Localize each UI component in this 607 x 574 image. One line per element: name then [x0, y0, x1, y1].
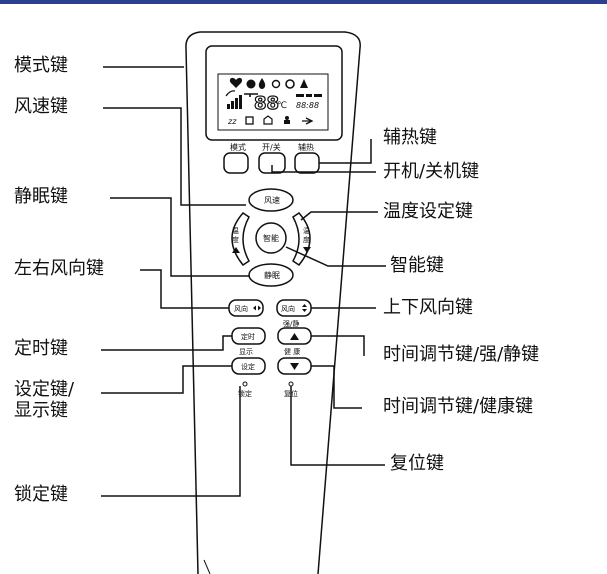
swing-lr-label: 风向 — [234, 304, 248, 313]
lcd-icons-bottom: zz — [227, 115, 314, 126]
lcd-status-marks — [296, 94, 322, 97]
temp-down-char1: 温 — [303, 226, 310, 235]
remote-body-outline — [185, 31, 361, 574]
lcd-person-icon — [285, 116, 289, 120]
display-label: 显示 — [239, 348, 253, 356]
callout-timer-key: 定时键 — [14, 338, 68, 359]
lock-label: 锁定 — [238, 389, 252, 398]
leader-timer — [101, 335, 232, 351]
remote-inner-edge — [203, 559, 211, 574]
callout-set-key-line2: 显示键 — [14, 400, 68, 421]
lcd-digits: 88 — [254, 93, 279, 114]
onoff-label: 开/关 — [262, 142, 281, 152]
lcd-unit: ℃ — [277, 101, 287, 111]
temp-up-char1: 温 — [232, 226, 239, 235]
swing-ud-arrows-icon — [302, 304, 307, 312]
fan-speed-button[interactable] — [248, 188, 294, 212]
smart-button[interactable] — [255, 222, 287, 254]
leader-fan-speed — [103, 107, 246, 206]
lcd-clock: 88:88 — [296, 101, 319, 110]
callout-temp-set-key: 温度设定键 — [383, 201, 473, 222]
temp-up-arrow-icon — [232, 247, 240, 253]
leader-smart — [285, 246, 386, 267]
callout-time-adjust-health-key: 时间调节键/健康键 — [383, 396, 534, 417]
lcd-snow-icon — [285, 79, 295, 89]
callout-lock-key: 锁定键 — [14, 484, 68, 505]
aux-heat-button[interactable] — [294, 152, 320, 174]
lcd-home-icon — [263, 115, 273, 125]
timer-label: 定时 — [241, 332, 255, 341]
temp-up-char2: 度 — [232, 235, 239, 244]
lcd-lock-icon — [245, 116, 254, 125]
callout-smart-key: 智能键 — [390, 255, 444, 276]
callout-swing-ud-key: 上下风向键 — [383, 297, 473, 318]
leader-health — [311, 365, 362, 409]
callout-aux-heat-key: 辅热键 — [383, 127, 437, 148]
lock-pinhole[interactable] — [242, 381, 248, 387]
callout-sleep-key: 静眠键 — [14, 186, 68, 207]
leader-aux-heat — [319, 139, 372, 164]
header-bar — [0, 0, 607, 4]
smart-label: 智能 — [263, 233, 279, 243]
lcd-drop-icon — [258, 78, 266, 89]
leader-onoff — [271, 165, 376, 173]
time-up-arrow-icon — [290, 333, 299, 340]
aux-heat-label: 辅热 — [298, 142, 314, 152]
callout-swing-lr-key: 左右风向键 — [14, 258, 104, 279]
lcd-swing-icon — [302, 117, 314, 125]
lcd-frame — [205, 45, 343, 141]
leader-set — [101, 365, 232, 394]
fan-speed-label: 风速 — [264, 196, 280, 205]
lcd-screen — [217, 73, 329, 131]
strong-quiet-label: 强/静 — [283, 319, 299, 328]
callout-set-key-line1: 设定键/ — [14, 379, 75, 400]
onoff-button[interactable] — [258, 152, 286, 174]
leader-lines — [101, 66, 386, 497]
set-label: 设定 — [241, 362, 255, 371]
lcd-heart-icon — [229, 77, 243, 88]
swing-lr-arrows-icon — [253, 305, 261, 311]
leader-lock — [101, 386, 241, 497]
leader-swing-lr — [140, 269, 229, 309]
swing-ud-label: 风向 — [281, 304, 295, 313]
temp-down-char2: 度 — [303, 235, 310, 244]
lcd-fan-icon — [246, 79, 256, 89]
mode-button[interactable] — [223, 152, 249, 174]
temp-down-arrow-icon — [303, 247, 311, 253]
callout-reset-key: 复位键 — [390, 453, 444, 474]
lcd-key-icon — [244, 93, 258, 97]
reset-pinhole[interactable] — [288, 381, 294, 387]
callout-mode-key: 模式键 — [14, 55, 68, 76]
leader-temp-set — [300, 211, 378, 221]
callout-fan-speed-key: 风速键 — [14, 96, 68, 117]
leader-reset — [290, 386, 385, 466]
mode-label: 模式 — [230, 142, 246, 152]
callout-onoff-key: 开机/关机键 — [383, 161, 480, 182]
lcd-signal-icon — [225, 90, 242, 109]
leader-strong — [311, 335, 365, 356]
sleep-label: 静眠 — [264, 270, 280, 280]
lcd-heat-icon — [300, 79, 308, 88]
sleep-button[interactable] — [248, 263, 294, 287]
callout-time-adjust-strong-key: 时间调节键/强/静键 — [383, 344, 540, 365]
lcd-sun-icon — [271, 79, 281, 89]
lcd-icons-top — [229, 77, 308, 89]
health-label: 健 康 — [284, 347, 300, 356]
time-down-arrow-icon — [290, 363, 299, 370]
lcd-moon-icon: zz — [227, 117, 237, 126]
leader-sleep — [110, 197, 250, 277]
